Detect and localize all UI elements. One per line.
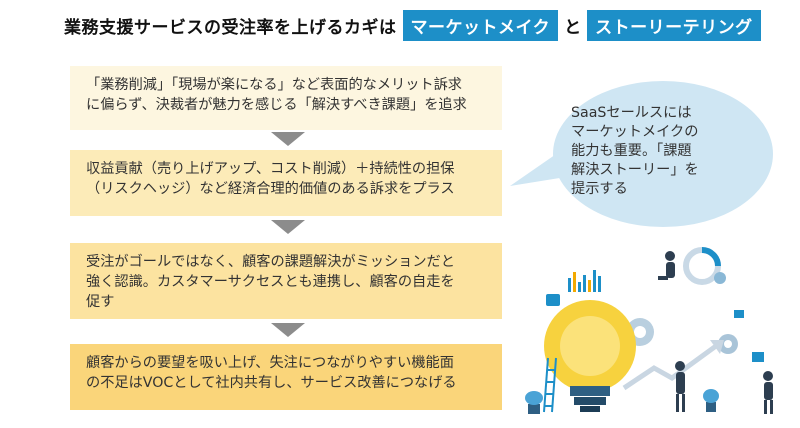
person-icon (675, 361, 685, 412)
step-box-1: 「業務削減」「現場が楽になる」など表面的なメリット訴求 に偏らず、決裁者が魅力を… (70, 66, 502, 130)
title-highlight-market-make: マーケットメイク (402, 9, 559, 41)
step-4-line-2: の不足はVOCとして社内共有し、サービス改善につなげる (86, 375, 457, 391)
plant-icon (525, 389, 719, 414)
chat-icon (734, 310, 744, 318)
mini-bar-chart-icon (568, 270, 601, 292)
speech-bubble (510, 81, 773, 227)
ladder-icon (543, 357, 557, 413)
person-icon (763, 371, 773, 414)
business-lightbulb-illustration (525, 247, 773, 414)
step-3-line-1: 受注がゴールではなく、顧客の課題解決がミッションだと (86, 254, 455, 270)
gauge-icon (683, 247, 726, 285)
title-connector: と (564, 17, 582, 38)
down-arrow-icon (271, 132, 305, 146)
down-arrow-icon (271, 323, 305, 337)
bubble-line-4: 解決ストーリー」を (571, 162, 699, 178)
lightbulb-icon (544, 300, 636, 412)
person-icon (658, 251, 675, 280)
page-title: 業務支援サービスの受注率を上げるカギは マーケットメイク と ストーリーテリング (64, 9, 761, 41)
step-box-4: 顧客からの要望を吸い上げ、失注につながりやすい機能面 の不足はVOCとして社内共… (70, 344, 502, 410)
bubble-line-3: 能力も重要。「課題 (571, 143, 692, 159)
step-3-line-3: 促す (86, 294, 115, 310)
monitor-icon (546, 294, 560, 306)
down-arrow-icon (271, 220, 305, 234)
bubble-line-2: マーケットメイクの (571, 124, 699, 140)
step-box-3: 受注がゴールではなく、顧客の課題解決がミッションだと 強く認識。カスタマーサクセ… (70, 243, 502, 319)
title-highlight-storytelling: ストーリーテリング (587, 9, 761, 41)
title-prefix: 業務支援サービスの受注率を上げるカギは (64, 17, 397, 38)
speech-bubble-text: SaaSセールスには マーケットメイクの 能力も重要。「課題 解決ストーリー」を… (571, 104, 741, 199)
step-1-line-1: 「業務削減」「現場が楽になる」など表面的なメリット訴求 (86, 77, 462, 93)
bubble-line-5: 提示する (571, 181, 628, 197)
step-4-line-1: 顧客からの要望を吸い上げ、失注につながりやすい機能面 (86, 355, 454, 371)
step-3-line-2: 強く認識。カスタマーサクセスとも連携し、顧客の自走を (86, 274, 455, 290)
step-box-2: 収益貢献（売り上げアップ、コスト削減）＋持続性の担保 （リスクヘッジ）など経済合… (70, 150, 502, 216)
chat-icon (752, 352, 764, 362)
bubble-line-1: SaaSセールスには (571, 105, 692, 121)
step-2-line-1: 収益貢献（売り上げアップ、コスト削減）＋持続性の担保 (86, 161, 455, 177)
step-1-line-2: に偏らず、決裁者が魅力を感じる「解決すべき課題」を追求 (86, 97, 467, 113)
step-2-line-2: （リスクヘッジ）など経済合理的価値のある訴求をプラス (86, 181, 455, 197)
